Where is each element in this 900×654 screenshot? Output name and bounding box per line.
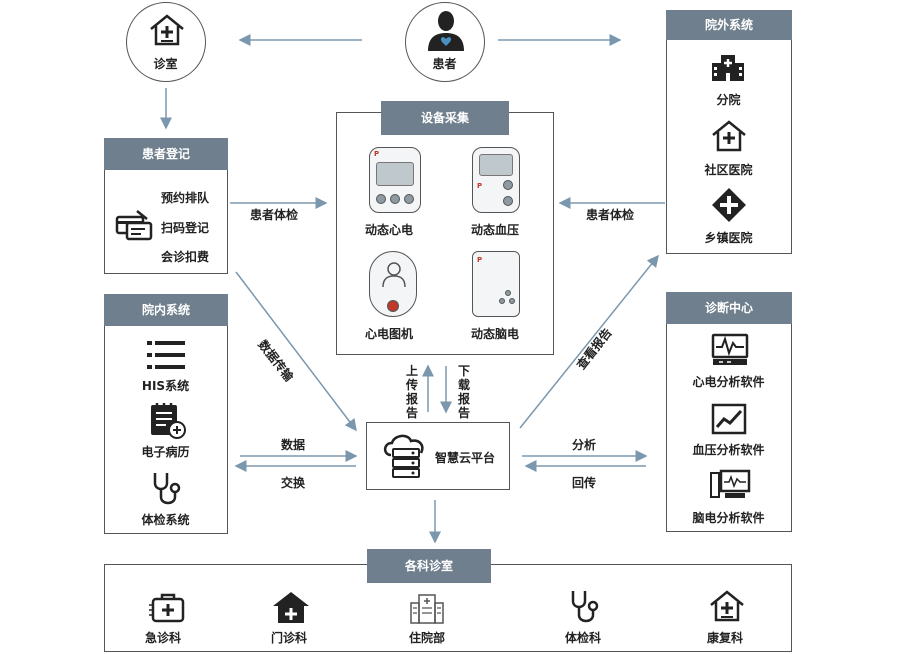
patient-person-icon [428,11,464,51]
internal-item-his: HIS系统 [141,379,190,393]
registration-title: 患者登记 [104,138,228,170]
emergency-kit-icon [149,593,185,623]
device-label-holter-ecg: 动态心电 [365,223,414,237]
device-button [404,194,414,204]
registration-item-queue: 预约排队 [161,191,210,205]
edge-label-return: 回传 [572,476,597,490]
brand-mark-icon: P [477,256,483,264]
clinic-house-icon [150,14,184,46]
departments-title: 各科诊室 [367,549,491,583]
bp-chart-icon [711,403,747,435]
registration-item-fee: 会诊扣费 [161,250,210,264]
device-label-ambulatory-bp: 动态血压 [471,223,520,237]
cloud-platform-node: 智慧云平台 [366,422,510,490]
edge-label-download: 下载报告 [457,364,470,420]
diagnosis-item-bp: 血压分析软件 [692,443,765,457]
internal-systems-title: 院内系统 [104,294,228,326]
diagnosis-item-ecg: 心电分析软件 [692,375,765,389]
department-outpatient: 门诊科 [271,631,308,645]
person-outline-icon [382,262,406,288]
device-button [376,194,386,204]
internal-systems-panel: 院内系统 HIS系统 电子病历 体检系统 [104,294,228,534]
patient-label: 患者 [432,57,457,71]
external-systems-panel: 院外系统 分院 社区医院 乡镇医院 [666,10,792,254]
clinic-node: 诊室 [126,2,206,82]
diagnosis-center-panel: 诊断中心 心电分析软件 血压分析软件 脑电分析软件 [666,292,792,532]
edge-label-analyze: 分析 [572,438,597,452]
device-label-ambulatory-eeg: 动态脑电 [471,327,520,341]
physical-exam-stethoscope-icon [571,591,599,623]
his-list-icon [147,341,185,369]
external-systems-title: 院外系统 [666,10,792,40]
branch-hospital-icon [712,55,744,81]
internal-item-physical: 体检系统 [141,513,190,527]
internal-item-emr: 电子病历 [141,445,190,459]
device-button [499,298,505,304]
stethoscope-icon [153,473,181,505]
registration-panel: 患者登记 预约排队 扫码登记 会诊扣费 [104,138,228,274]
device-button [390,194,400,204]
eeg-monitor-icon [710,469,751,498]
department-physical-exam: 体检科 [565,631,602,645]
holter-ecg-device: P [369,147,421,213]
ambulatory-eeg-device: P [472,251,520,317]
devices-panel: 设备采集 P 动态心电 P 动态血压 心电图机 P 动态脑电 [336,101,554,355]
card-terminal-icon [115,210,153,241]
cloud-server-icon [383,434,424,478]
township-hospital-icon [712,188,746,222]
edge-label-data: 数据 [281,438,306,452]
arrow-registration-to-cloud [235,271,357,432]
device-button [387,300,399,312]
registration-item-scan: 扫码登记 [161,221,210,235]
outpatient-house-icon [273,592,309,623]
patient-node: 患者 [405,2,485,82]
device-button [503,196,513,206]
device-label-ecg-machine: 心电图机 [365,327,414,341]
edge-label-checkup-left: 患者体检 [250,208,299,222]
department-rehab: 康复科 [707,631,744,645]
diagnosis-item-eeg: 脑电分析软件 [692,511,765,525]
edge-label-checkup-right: 患者体检 [586,208,635,222]
device-button [509,298,515,304]
diagnosis-center-title: 诊断中心 [666,292,792,324]
external-item-community: 社区医院 [704,163,753,177]
cloud-platform-label: 智慧云平台 [435,451,496,465]
device-button [505,290,511,296]
brand-mark-icon: P [374,150,380,158]
ambulatory-bp-device: P [472,147,520,213]
ecg-monitor-icon [711,333,749,365]
brand-mark-icon: P [477,182,483,190]
department-inpatient: 住院部 [409,631,446,645]
devices-title: 设备采集 [381,101,509,135]
inpatient-building-icon [410,594,444,624]
clinic-label: 诊室 [153,57,178,71]
department-emergency: 急诊科 [145,631,182,645]
device-button [503,180,513,190]
departments-panel: 各科诊室 急诊科 门诊科 住院部 体检科 康复科 [104,549,792,652]
edge-label-exchange: 交换 [281,476,306,490]
external-item-branch: 分院 [716,93,741,107]
external-item-township: 乡镇医院 [704,231,753,245]
rehab-house-icon [710,590,744,622]
device-screen [479,154,513,176]
arrow-cloud-to-external [519,254,659,429]
medical-record-icon [151,403,186,439]
community-hospital-icon [712,120,746,152]
device-screen [376,162,414,186]
edge-label-upload: 上传报告 [405,364,418,420]
ecg-machine-device [369,251,417,317]
